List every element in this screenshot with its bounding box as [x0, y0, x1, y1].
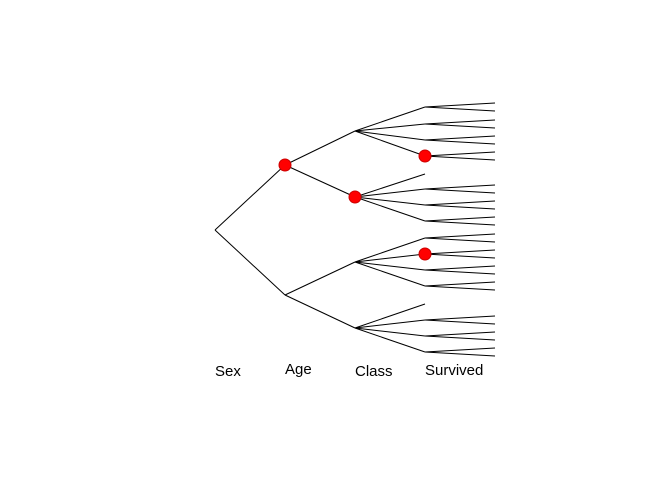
edge	[354, 173, 426, 198]
edge	[354, 261, 426, 287]
edge	[284, 130, 356, 166]
edge	[354, 319, 426, 329]
edge	[354, 253, 426, 263]
edge	[424, 155, 496, 161]
edge	[424, 253, 496, 259]
edge	[214, 164, 286, 231]
edge	[424, 285, 496, 291]
edge	[284, 261, 356, 296]
marker	[278, 158, 292, 172]
edge	[424, 123, 496, 129]
edge	[424, 204, 496, 210]
edge	[424, 347, 496, 353]
edge	[424, 331, 496, 337]
edge	[424, 249, 496, 255]
edge	[354, 261, 426, 271]
edge	[424, 184, 496, 190]
edge	[354, 303, 426, 329]
edge	[354, 106, 426, 132]
edge	[424, 265, 496, 271]
edge	[354, 196, 426, 206]
edge	[354, 327, 426, 353]
edge	[354, 130, 426, 157]
edge	[424, 139, 496, 145]
edge	[354, 196, 426, 222]
edge	[424, 281, 496, 287]
edges	[214, 102, 496, 357]
edge	[424, 220, 496, 226]
edge	[354, 123, 426, 132]
marker	[418, 149, 432, 163]
markers	[278, 149, 432, 261]
edge	[424, 335, 496, 341]
edge	[214, 229, 286, 296]
edge	[424, 233, 496, 239]
edge	[284, 294, 356, 329]
level-label-survived: Survived	[425, 362, 484, 379]
level-label-class: Class	[355, 363, 393, 380]
marker	[418, 247, 432, 261]
edge	[424, 106, 496, 112]
edge	[424, 151, 496, 157]
edge	[424, 102, 496, 108]
edge	[424, 319, 496, 325]
edge	[354, 237, 426, 263]
edge	[354, 327, 426, 337]
level-label-sex: Sex	[215, 363, 241, 380]
marker	[348, 190, 362, 204]
edge	[424, 200, 496, 206]
edge	[424, 269, 496, 275]
edge	[284, 164, 356, 198]
edge	[424, 216, 496, 222]
level-label-age: Age	[285, 361, 312, 378]
edge	[354, 188, 426, 198]
edge	[424, 237, 496, 243]
edge	[424, 119, 496, 125]
edge	[424, 135, 496, 141]
edge	[424, 188, 496, 194]
edge	[354, 130, 426, 141]
edge	[424, 351, 496, 357]
edge	[424, 315, 496, 321]
